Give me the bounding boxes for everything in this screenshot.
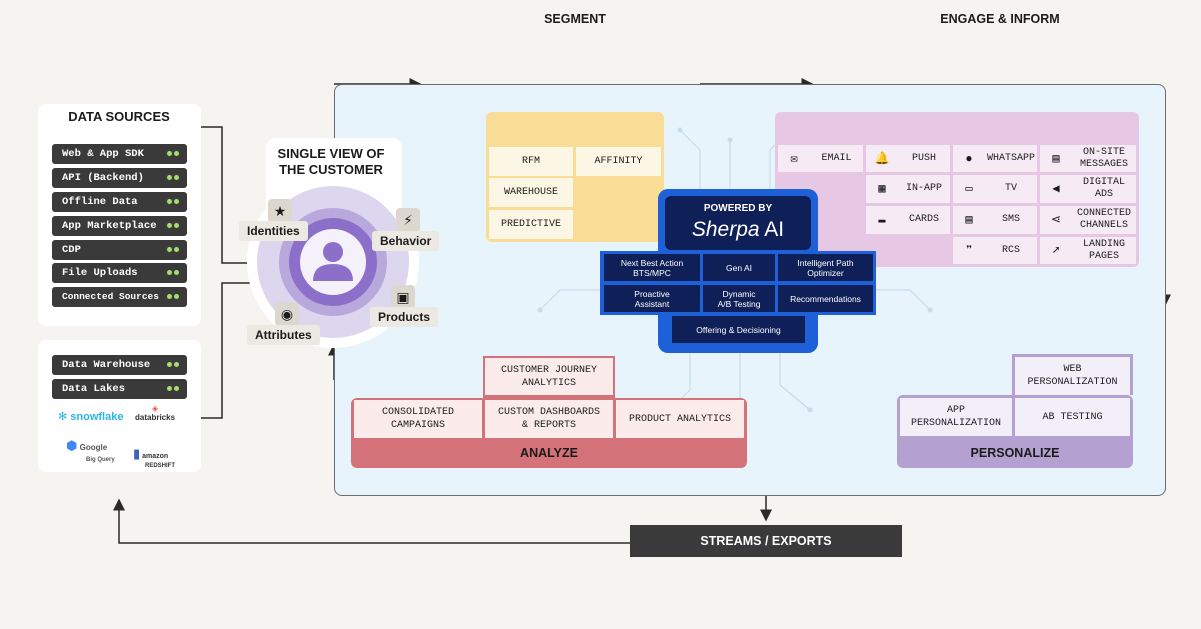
feature-recommendations[interactable]: Recommendations: [778, 285, 873, 312]
sms-icon: ▤: [965, 213, 973, 227]
tag-attributes: Attributes: [247, 325, 320, 345]
feature-gen-ai[interactable]: Gen AI: [703, 254, 775, 281]
personalize-title: PERSONALIZE: [970, 446, 1060, 460]
channel-push[interactable]: 🔔PUSH: [866, 145, 950, 172]
source-web-app-sdk[interactable]: Web & App SDK: [52, 144, 187, 164]
target-icon: ◉: [275, 302, 299, 326]
chat-icon: ▤: [1052, 151, 1060, 166]
tag-identities: Identities: [239, 221, 308, 241]
channel-whatsapp[interactable]: ●WHATSAPP: [953, 145, 1037, 172]
sherpa-header: [665, 196, 811, 250]
channel-in-app[interactable]: ▦IN-APP: [866, 175, 950, 203]
data-sources-title: DATA SOURCES: [68, 109, 170, 124]
engage-title: ENGAGE & INFORM: [940, 12, 1060, 26]
email-icon: ✉: [790, 151, 798, 166]
segment-warehouse[interactable]: WAREHOUSE: [489, 178, 573, 207]
star-icon: ★: [268, 199, 292, 223]
segment-affinity[interactable]: AFFINITY: [576, 147, 661, 176]
whatsapp-icon: ●: [965, 151, 973, 166]
powered-by-label: POWERED BY: [703, 203, 773, 214]
analyze-product-analytics[interactable]: PRODUCT ANALYTICS: [616, 400, 744, 438]
segment-rfm[interactable]: RFM: [489, 147, 573, 176]
source-cdp[interactable]: CDP: [52, 240, 187, 260]
box-icon: ▣: [391, 285, 415, 309]
channel-sms[interactable]: ▤SMS: [953, 206, 1037, 234]
tv-icon: ▭: [965, 182, 973, 196]
bell-icon: 🔔: [874, 151, 890, 166]
megaphone-icon: ◀: [1052, 182, 1060, 196]
segment-predictive[interactable]: PREDICTIVE: [489, 210, 573, 239]
sherpa-ai-name: Sherpa AI: [691, 218, 785, 241]
source-data-warehouse[interactable]: Data Warehouse: [52, 355, 187, 375]
source-file-uploads[interactable]: File Uploads: [52, 263, 187, 283]
source-app-marketplace[interactable]: App Marketplace: [52, 216, 187, 236]
source-api-backend[interactable]: API (Backend): [52, 168, 187, 188]
streams-exports-bar[interactable]: STREAMS / EXPORTS: [630, 525, 902, 557]
databricks-logo: ◈databricks: [135, 404, 176, 422]
source-offline-data[interactable]: Offline Data: [52, 192, 187, 212]
lightning-icon: ⚡: [396, 208, 420, 232]
channel-tv[interactable]: ▭TV: [953, 175, 1037, 203]
analyze-title: ANALYZE: [520, 446, 578, 460]
snowflake-logo: ✻ snowflake: [58, 411, 124, 423]
channel-rcs[interactable]: ❞RCS: [953, 237, 1037, 264]
quote-icon: ❞: [965, 243, 973, 258]
tag-behavior: Behavior: [372, 231, 440, 251]
source-connected-sources[interactable]: Connected Sources: [52, 287, 187, 307]
analyze-custom-dashboards[interactable]: CUSTOM DASHBOARDS& REPORTS: [485, 400, 613, 438]
feature-offering-decisioning[interactable]: Offering & Decisioning: [672, 316, 805, 343]
tag-products: Products: [370, 307, 439, 327]
in-app-icon: ▦: [878, 182, 886, 196]
channel-cards[interactable]: ▬CARDS: [866, 206, 950, 234]
cursor-icon: ➚: [1052, 243, 1060, 258]
source-data-lakes[interactable]: Data Lakes: [52, 379, 187, 399]
channel-email[interactable]: ✉EMAIL: [778, 145, 863, 172]
share-icon: ⋖: [1050, 213, 1062, 227]
card-icon: ▬: [878, 213, 886, 227]
segment-title: SEGMENT: [544, 12, 606, 26]
personalize-ab-testing[interactable]: AB TESTING: [1015, 398, 1130, 436]
